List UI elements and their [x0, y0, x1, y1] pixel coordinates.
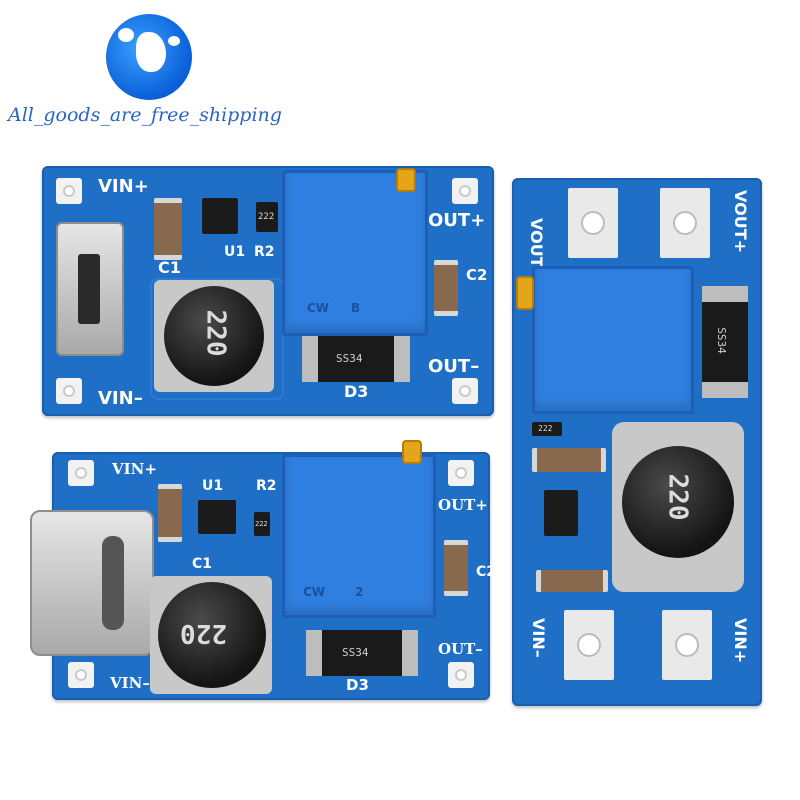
trimmer-cw: CW [303, 585, 326, 599]
capacitor-c2 [444, 540, 468, 596]
mount-hole [452, 178, 478, 204]
label-out-plus: OUT+ [428, 210, 486, 231]
label-vin-minus: VIN– [110, 674, 150, 692]
label-vin-minus: VIN– [98, 388, 143, 409]
label-u1: U1 [202, 478, 224, 494]
boost-module-type-c: VIN+ VIN– OUT+ OUT– U1 R2 C1 C2 D3 222 2… [30, 440, 496, 700]
mount-hole [68, 460, 94, 486]
mount-hole [56, 378, 82, 404]
capacitor [158, 484, 182, 542]
trimmer-potentiometer: CW B [282, 170, 428, 336]
mount-hole [56, 178, 82, 204]
label-c1: C1 [192, 556, 213, 572]
resistor-code: 222 [258, 212, 275, 222]
label-vin-plus: VIN+ [731, 618, 750, 664]
inductor-value: 220 [662, 473, 693, 521]
ic-u1 [202, 198, 238, 234]
trimmer-screw [402, 440, 422, 464]
inductor-l1: 220 [154, 280, 274, 392]
label-u1: U1 [224, 244, 246, 260]
mount-hole [448, 662, 474, 688]
label-c2: C2 [476, 564, 497, 580]
inductor-l1: 220 [150, 576, 272, 694]
ic-u1 [198, 500, 236, 534]
resistor-code: 222 [538, 424, 553, 433]
store-slogan: All_goods_are_free_shipping [8, 104, 282, 126]
trimmer-screw [516, 276, 534, 310]
label-c2: C2 [466, 266, 488, 284]
capacitor [532, 448, 606, 472]
label-vin-minus: VIN– [529, 618, 548, 658]
trimmer-potentiometer: CW 2 [282, 454, 436, 618]
label-r2: R2 [254, 244, 275, 260]
label-vout-plus: VOUT+ [731, 190, 750, 254]
diode-marking: SS34 [714, 327, 728, 354]
label-c1: C1 [158, 258, 181, 277]
usb-type-c-connector [30, 510, 154, 656]
store-logo [98, 14, 198, 106]
boost-module-vertical: VOUT– VOUT+ VIN– VIN+ SS34 222 220 [512, 178, 762, 706]
mount-hole [452, 378, 478, 404]
inductor-value: 220 [180, 618, 227, 648]
terminal-pad-vin-plus [662, 610, 712, 680]
label-d3: D3 [344, 382, 369, 401]
mount-hole [448, 460, 474, 486]
trimmer-mark: B [351, 301, 361, 315]
resistor-r2: 222 [254, 512, 270, 536]
capacitor [536, 570, 608, 592]
resistor-r2: 222 [256, 202, 278, 232]
ic-controller [544, 490, 578, 536]
pcb-trace [150, 278, 284, 400]
label-out-plus: OUT+ [438, 496, 488, 514]
label-d3: D3 [346, 676, 369, 694]
label-vin-plus: VIN+ [112, 460, 157, 478]
capacitor-c1 [154, 198, 182, 260]
diode-marking: SS34 [336, 352, 363, 365]
trimmer-potentiometer [532, 266, 694, 414]
terminal-pad-vout-minus [568, 188, 618, 258]
trimmer-mark: 2 [355, 585, 364, 599]
terminal-pad-vout-plus [660, 188, 710, 258]
micro-usb-connector [56, 222, 124, 356]
label-r2: R2 [256, 478, 277, 494]
schottky-diode-d3: SS34 [302, 336, 410, 382]
globe-icon [106, 14, 192, 100]
inductor-value: 220 [200, 309, 231, 357]
schottky-diode: SS34 [702, 286, 748, 398]
capacitor-c2 [434, 260, 458, 316]
diode-marking: SS34 [342, 646, 369, 659]
label-out-minus: OUT– [438, 640, 483, 658]
schottky-diode-d3: SS34 [306, 630, 418, 676]
boost-module-micro-usb: VIN+ VIN– OUT+ OUT– C1 U1 R2 C2 D3 222 2… [42, 166, 494, 416]
label-out-minus: OUT– [428, 356, 480, 377]
resistor: 222 [532, 422, 562, 436]
trimmer-cw: CW [307, 301, 330, 315]
mount-hole [68, 662, 94, 688]
trimmer-screw [396, 168, 416, 192]
resistor-code: 222 [255, 520, 268, 528]
inductor-l1: 220 [612, 422, 744, 592]
terminal-pad-vin-minus [564, 610, 614, 680]
label-vin-plus: VIN+ [98, 176, 149, 197]
